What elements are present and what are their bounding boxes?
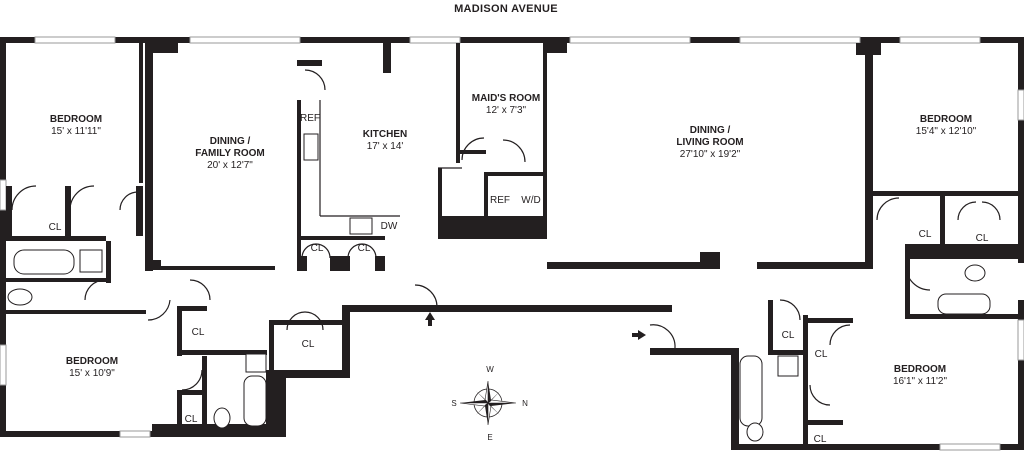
bathtub-icon <box>739 355 763 427</box>
compass-s: S <box>451 399 456 408</box>
ref-label-maid: REF <box>490 195 510 206</box>
sink-icon <box>245 353 267 373</box>
windows <box>0 36 1024 451</box>
dw-label: DW <box>381 221 398 232</box>
bathtub-icon <box>13 249 75 275</box>
room-name-dining-family-1: DINING / <box>210 136 251 147</box>
room-name-dining-living-2: LIVING ROOM <box>676 137 743 148</box>
cl-label: CL <box>919 229 932 240</box>
door-swings <box>11 69 1001 406</box>
room-name-dining-family-2: FAMILY ROOM <box>195 148 264 159</box>
bathtub-icon <box>937 293 991 315</box>
wd-label: W/D <box>521 195 540 206</box>
room-name-dining-living-1: DINING / <box>690 125 731 136</box>
room-dims-bedroom-ne: 15'4" x 12'10" <box>916 126 977 137</box>
compass-n: N <box>522 399 528 408</box>
toilet-icon <box>7 288 33 306</box>
cl-label: CL <box>49 222 62 233</box>
cl-label: CL <box>782 330 795 341</box>
entry-arrows <box>425 312 646 340</box>
room-name-bedroom-ne: BEDROOM <box>920 114 972 125</box>
cl-label: CL <box>976 233 989 244</box>
room-name-maids: MAID'S ROOM <box>472 93 541 104</box>
room-dims-bedroom-se: 16'1" x 11'2" <box>893 376 948 387</box>
bathtub-icon <box>243 375 267 427</box>
arrow-up-icon <box>425 312 435 326</box>
room-dims-dining-family: 20' x 12'7" <box>207 160 253 171</box>
room-name-bedroom-se: BEDROOM <box>894 364 946 375</box>
arrow-right-icon <box>632 330 646 340</box>
toilet-icon <box>213 407 231 429</box>
room-name-kitchen: KITCHEN <box>363 129 407 140</box>
room-dims-maids: 12' x 7'3" <box>486 105 527 116</box>
toilet-icon <box>746 422 764 442</box>
interior-walls <box>6 43 1018 445</box>
cl-label: CL <box>814 434 827 445</box>
room-name-bedroom-nw: BEDROOM <box>50 114 102 125</box>
fixture-labels: REF DW REF W/D CL CL CL CL CL CL CL CL C… <box>49 113 989 445</box>
room-dims-dining-living: 27'10" x 19'2" <box>680 149 741 160</box>
cl-label: CL <box>358 243 371 254</box>
compass-w: W <box>486 365 494 374</box>
cl-label: CL <box>815 349 828 360</box>
room-dims-bedroom-sw: 15' x 10'9" <box>69 368 115 379</box>
compass-e: E <box>487 433 492 442</box>
toilet-icon <box>964 264 986 282</box>
fixtures <box>7 133 991 442</box>
sink-icon <box>79 249 103 273</box>
room-dims-kitchen: 17' x 14' <box>367 141 404 152</box>
sink-icon <box>777 355 799 377</box>
street-label: MADISON AVENUE <box>454 3 558 15</box>
cl-label: CL <box>185 414 198 425</box>
cl-label: CL <box>192 327 205 338</box>
stove-icon <box>303 133 319 161</box>
room-name-bedroom-sw: BEDROOM <box>66 356 118 367</box>
compass-rose: W S N E <box>451 365 528 442</box>
ref-label-kitchen: REF <box>300 113 320 124</box>
room-dims-bedroom-nw: 15' x 11'11" <box>51 126 101 137</box>
cl-label: CL <box>311 243 324 254</box>
cl-label: CL <box>302 339 315 350</box>
room-labels: BEDROOM 15' x 11'11" DINING / FAMILY ROO… <box>50 93 977 387</box>
exterior-walls <box>0 37 1024 450</box>
sink-icon <box>349 217 373 235</box>
